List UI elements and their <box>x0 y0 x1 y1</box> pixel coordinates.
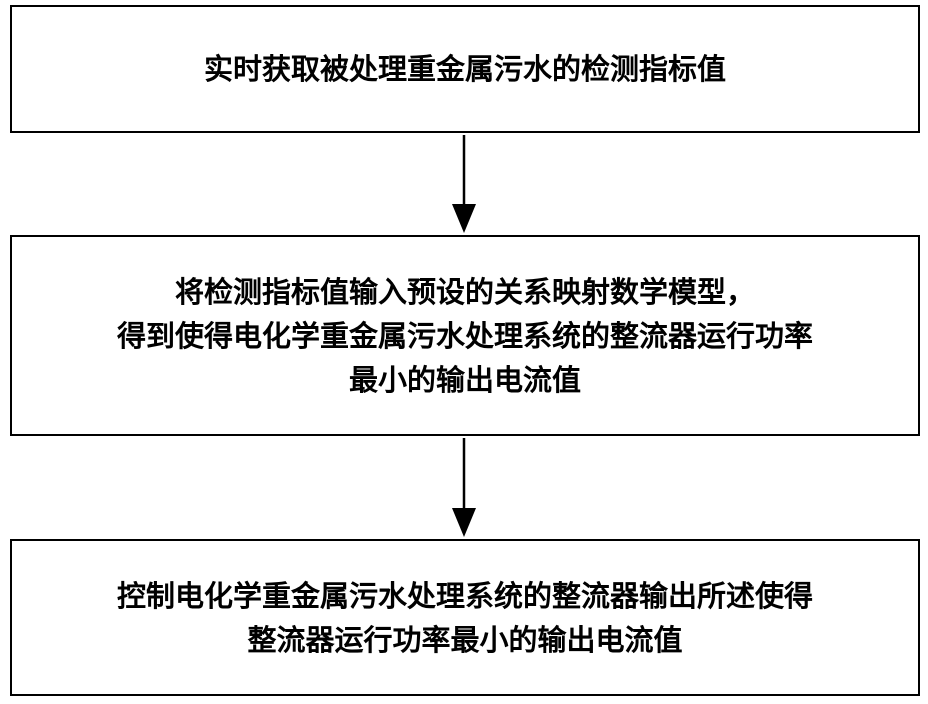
step-text-line: 最小的输出电流值 <box>348 362 581 397</box>
flow-step-control-rectifier: 控制电化学重金属污水处理系统的整流器输出所述使得 整流器运行功率最小的输出电流值 <box>10 539 920 696</box>
step-text-line: 整流器运行功率最小的输出电流值 <box>247 622 683 657</box>
step-text-line: 将检测指标值输入预设的关系映射数学模型， <box>174 274 755 309</box>
step-text-line: 控制电化学重金属污水处理系统的整流器输出所述使得 <box>116 578 813 613</box>
arrow-step1-to-step2 <box>452 135 476 233</box>
arrow-step2-to-step3 <box>452 438 476 537</box>
step-text-line: 实时获取被处理重金属污水的检测指标值 <box>203 52 726 86</box>
flow-step-acquire-indicators: 实时获取被处理重金属污水的检测指标值 <box>10 5 920 133</box>
step-text-line: 得到使得电化学重金属污水处理系统的整流器运行功率 <box>116 318 813 353</box>
flow-step-compute-current: 将检测指标值输入预设的关系映射数学模型， 得到使得电化学重金属污水处理系统的整流… <box>10 235 920 436</box>
